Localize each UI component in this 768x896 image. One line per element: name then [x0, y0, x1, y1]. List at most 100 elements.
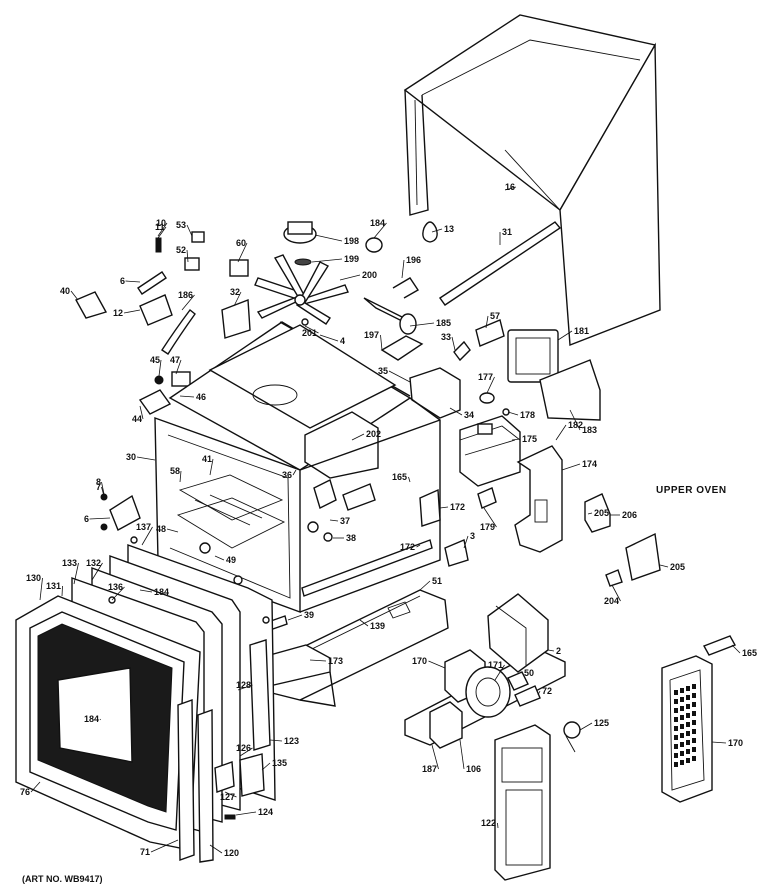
leader-line-41	[209, 458, 214, 476]
leader-line-36	[292, 469, 297, 476]
part-label-34: 34	[464, 410, 474, 420]
leader-line-44	[139, 405, 144, 420]
leader-line-46	[179, 395, 195, 398]
leader-line-40	[70, 290, 79, 301]
keypad-key	[692, 711, 696, 716]
leader-line-57	[485, 315, 489, 329]
part-label-48: 48	[156, 524, 166, 534]
part-label-46: 46	[196, 392, 206, 402]
door-assembly	[15, 536, 276, 863]
leader-line-205	[659, 564, 669, 568]
leader-line-177	[486, 376, 495, 394]
leader-line-76	[30, 781, 41, 793]
leader-line-170	[711, 741, 727, 744]
keypad-key	[680, 742, 684, 747]
leader-line-199	[311, 258, 343, 263]
part-label-76: 76	[20, 787, 30, 797]
part-label-57: 57	[490, 311, 500, 321]
part-label-179: 179	[480, 522, 495, 532]
leader-line-39	[287, 614, 303, 621]
part-label-10: 10	[156, 218, 166, 228]
part-label-198: 198	[344, 236, 359, 246]
part-label-175: 175	[522, 434, 537, 444]
leader-line-186	[181, 294, 195, 311]
keypad-key	[674, 726, 678, 731]
part-label-131: 131	[46, 581, 61, 591]
keypad-key	[686, 695, 690, 700]
part-label-35: 35	[378, 366, 388, 376]
part-label-6: 6	[120, 276, 125, 286]
part-label-174: 174	[582, 459, 597, 469]
part-label-125: 125	[594, 718, 609, 728]
leader-line-201	[304, 325, 319, 334]
leader-line-45	[158, 359, 162, 377]
leader-line-60	[237, 242, 248, 263]
part-label-205: 205	[594, 508, 609, 518]
part-label-33: 33	[441, 332, 451, 342]
thermostat-179	[477, 487, 497, 509]
leader-line-7	[101, 486, 105, 497]
stirrer-motor-198	[283, 221, 317, 266]
part-label-30: 30	[126, 452, 136, 462]
part-label-11: 11	[155, 222, 165, 232]
leader-line-183	[569, 409, 581, 431]
part-label-184: 184	[370, 218, 385, 228]
leader-line-48	[166, 528, 179, 533]
leader-line-32	[233, 291, 242, 307]
part-label-173: 173	[328, 656, 343, 666]
leader-line-197	[380, 334, 383, 351]
keypad-key	[692, 729, 696, 734]
part-label-181: 181	[574, 326, 589, 336]
leader-line-171	[494, 664, 505, 681]
leader-line-35	[388, 370, 411, 383]
leader-line-126	[239, 747, 253, 757]
part-label-183: 183	[582, 425, 597, 435]
keypad-key	[686, 731, 690, 736]
keypad-key	[692, 720, 696, 725]
leader-line-58	[179, 470, 182, 483]
leader-line-10	[157, 222, 168, 237]
leader-line-204	[611, 584, 621, 602]
section-title: UPPER OVEN	[656, 485, 727, 496]
part-label-126: 126	[236, 743, 251, 753]
transformer-assembly	[404, 593, 581, 753]
leader-line-187	[431, 744, 439, 770]
part-label-124: 124	[258, 807, 273, 817]
part-label-6: 6	[84, 514, 89, 524]
keypad-key	[686, 722, 690, 727]
part-label-37: 37	[340, 516, 350, 526]
part-label-3: 3	[470, 531, 475, 541]
part-label-16: 16	[505, 182, 515, 192]
leader-line-139	[359, 619, 369, 627]
rail-31	[439, 221, 562, 306]
art-number: (ART NO. WB9417)	[22, 874, 103, 884]
leader-line-184	[139, 589, 153, 593]
keypad-key	[692, 747, 696, 752]
leader-line-3	[463, 535, 469, 549]
leader-line-173	[309, 659, 327, 662]
leader-line-2	[547, 649, 555, 652]
leader-line-165	[731, 644, 741, 654]
part-label-128: 128	[236, 680, 251, 690]
keypad-key	[680, 715, 684, 720]
leader-line-34	[449, 407, 463, 416]
keypad-key	[686, 749, 690, 754]
leader-line-13	[431, 228, 443, 233]
leader-line-37	[329, 519, 339, 522]
part-label-127: 127	[220, 792, 235, 802]
part-label-106: 106	[466, 764, 481, 774]
leader-line-172	[439, 506, 449, 509]
leader-line-50	[519, 671, 523, 674]
leader-line-196	[401, 259, 405, 279]
leader-line-184	[99, 718, 101, 721]
keypad-key	[674, 735, 678, 740]
part-label-165: 165	[742, 648, 757, 658]
leader-line-131	[61, 585, 63, 597]
keypad-key	[674, 762, 678, 767]
part-label-187: 187	[422, 764, 437, 774]
keypad-key	[692, 693, 696, 698]
part-label-182: 182	[568, 420, 583, 430]
leader-line-16	[504, 186, 517, 191]
